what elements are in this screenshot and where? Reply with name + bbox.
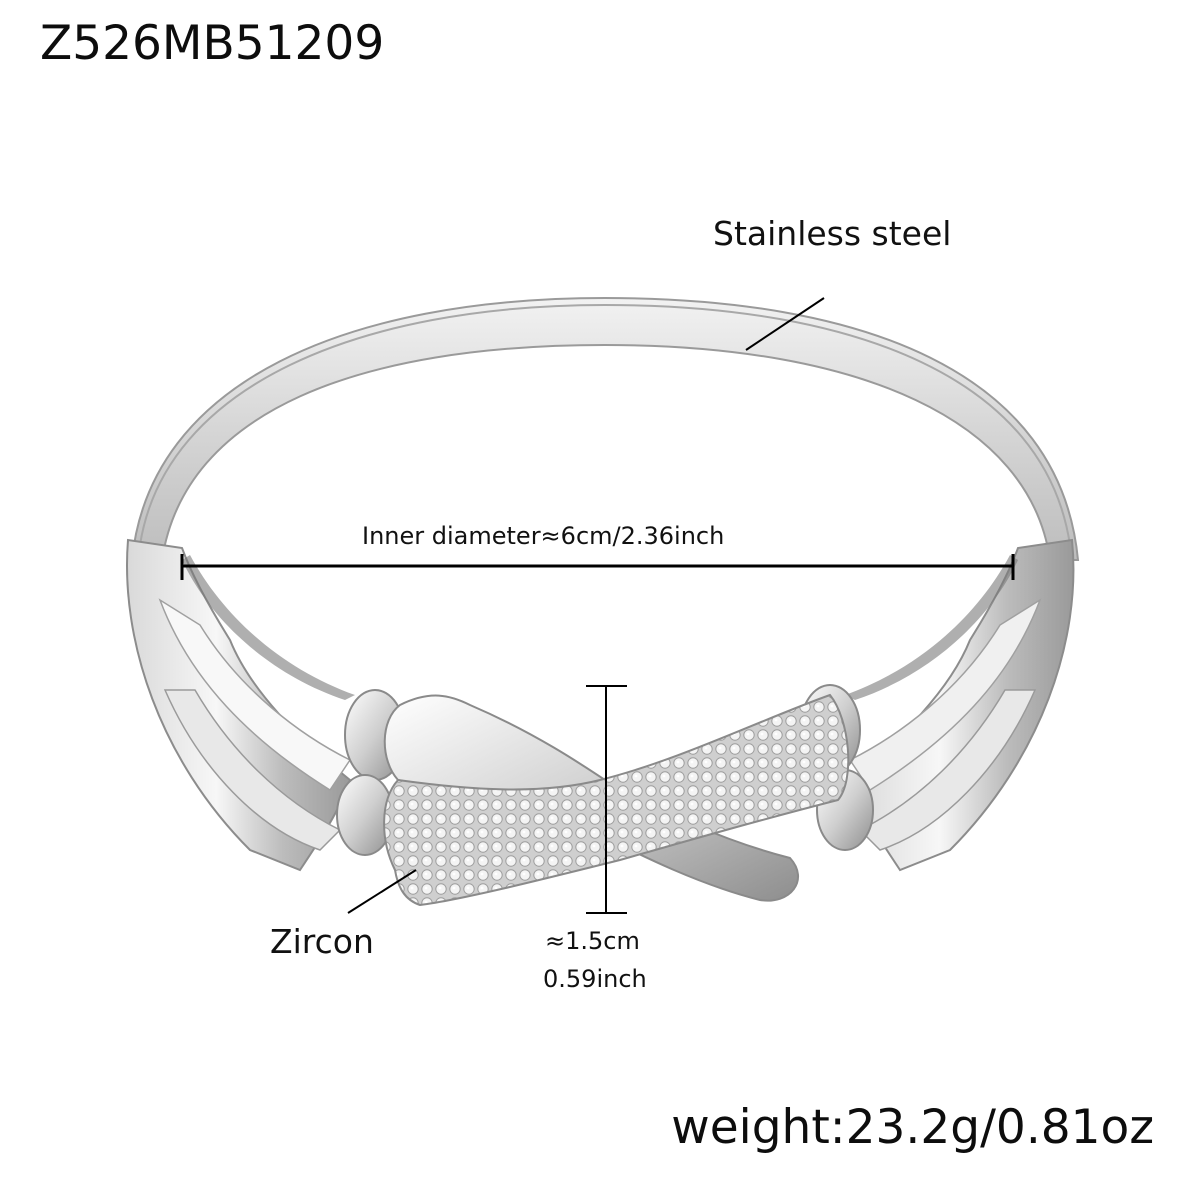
product-sku: Z526MB51209 bbox=[40, 16, 385, 71]
bangle-right-shank bbox=[845, 538, 1075, 872]
weight-label: weight:23.2g/0.81oz bbox=[671, 1100, 1154, 1155]
inner-diameter-measure-line bbox=[180, 554, 1015, 580]
bangle-back-band bbox=[130, 296, 1080, 561]
zircon-leader-line bbox=[347, 869, 417, 914]
material-leader-line bbox=[745, 297, 825, 351]
width-inch-label: 0.59inch bbox=[543, 965, 647, 993]
bangle-left-shank bbox=[126, 538, 355, 872]
width-cm-label: ≈1.5cm bbox=[545, 927, 640, 955]
inner-diameter-label: Inner diameter≈6cm/2.36inch bbox=[362, 522, 725, 550]
material-label: Stainless steel bbox=[713, 214, 952, 253]
width-measure-line bbox=[586, 685, 627, 914]
bow-zircon-pave-segment bbox=[383, 693, 850, 907]
stone-label: Zircon bbox=[270, 922, 374, 961]
